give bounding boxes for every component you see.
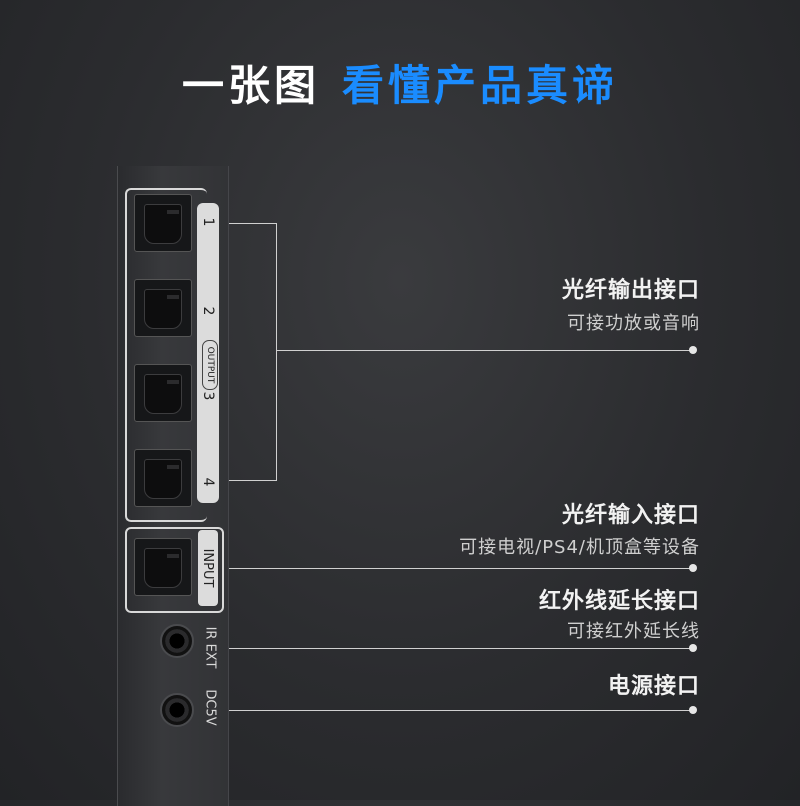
bracket-vertical-line — [276, 223, 277, 481]
output-ports-frame — [125, 188, 207, 522]
output-callout-dot — [689, 346, 697, 354]
input-label: INPUT — [200, 548, 215, 588]
callout-ir-ext-subtitle: 可接红外延长线 — [567, 621, 700, 642]
callout-optical-output-subtitle: 可接功放或音响 — [567, 313, 700, 334]
input-port-frame — [125, 527, 224, 613]
ir-callout-dot — [689, 644, 697, 652]
optical-output-port-1 — [134, 194, 192, 252]
power-callout-dot — [689, 706, 697, 714]
optical-output-port-4 — [134, 449, 192, 507]
callout-optical-input-subtitle: 可接电视/PS4/机顶盒等设备 — [459, 537, 700, 558]
ir-ext-label: IR EXT — [202, 626, 218, 669]
dc5v-label: DC5V — [202, 689, 218, 726]
input-label-strip — [198, 530, 218, 606]
title-white-part: 一张图 — [181, 61, 320, 110]
output-number-4: 4 — [200, 477, 216, 487]
optical-output-port-3 — [134, 364, 192, 422]
ir-callout-line — [229, 648, 693, 649]
title-blue-part: 看懂产品真谛 — [342, 61, 619, 110]
callout-optical-output-title: 光纤输出接口 — [561, 278, 700, 303]
output-callout-line — [276, 350, 693, 351]
callout-power-title: 电源接口 — [607, 674, 700, 699]
input-callout-line — [229, 568, 693, 569]
dc-power-jack — [160, 693, 194, 727]
power-callout-line — [229, 710, 693, 711]
optical-output-port-2 — [134, 279, 192, 337]
optical-input-port — [134, 538, 192, 596]
callout-optical-input-title: 光纤输入接口 — [561, 503, 700, 528]
output-number-1: 1 — [200, 217, 216, 227]
output-label: OUTPUT — [202, 340, 218, 390]
input-callout-dot — [689, 564, 697, 572]
output-number-2: 2 — [200, 306, 216, 316]
bracket-bottom-line — [229, 480, 277, 481]
page-title: 一张图看懂产品真谛 — [0, 52, 800, 113]
ir-ext-jack — [160, 624, 194, 658]
callout-ir-ext-title: 红外线延长接口 — [538, 589, 700, 614]
bracket-top-line — [229, 223, 277, 224]
